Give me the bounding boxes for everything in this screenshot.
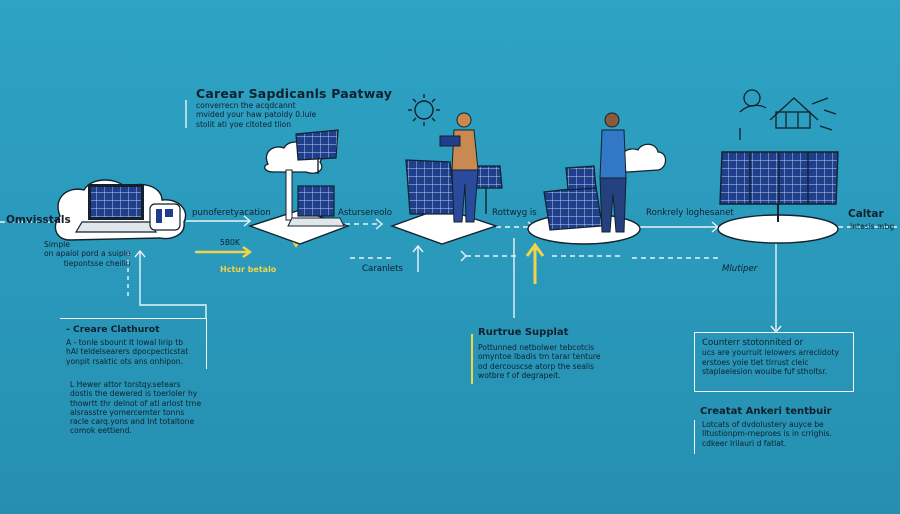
left-box-line: A - tonle sbount It lowal lirip tb [66,338,184,347]
station-3 [543,112,667,233]
sun-icon [408,94,440,126]
mid-box-line: omyntoe lbadis tm tarar tenture [478,352,601,362]
station2-panel-large [405,159,457,215]
right-box-line: staplaelesion wouibe fuf stholtsr. [702,366,828,376]
station1-monitor [297,185,335,217]
mid-box-line: od dercouscse atorp the sealis [478,361,595,371]
worker-tablet [439,135,461,147]
start-line: tiepontsse cheilin [63,258,131,268]
right-box-line: erstoes yoie tlet tlrrust clelc [702,357,809,367]
right-box2-line: cdkeer lrilauri d fatlat. [702,438,787,448]
right-box2-rule [694,420,695,454]
station3-label: Rottwyg is [492,208,537,218]
right-box-line: ucs are yourruit lelowers arreclidoty [702,348,839,358]
left-box-line: L Hewer attor torstqy.setears [70,380,181,389]
engineer-head [604,112,620,128]
engineer-legs [599,177,627,233]
mid-box-line: wotbre f of degrapeit. [478,370,561,380]
mid-box-line: Pottunned netbolwer tebcotcis [478,343,595,352]
right-box2-text: Lotcats of dvdolustery auyce be Iltustio… [702,420,832,448]
laptop-base [74,221,158,233]
left-box-line: comok eettiend. [70,426,132,436]
station1-bottom: Hctur betalo [220,265,277,274]
laptop-screen [91,187,141,217]
arrowhead-up-left [134,249,146,258]
right-box2-line: Iltustionpm-rneproes is in crrighis. [702,429,832,439]
arrowhead-lower-3 [460,250,467,262]
arrowhead-up-s2 [412,244,424,253]
start-line: on apalol pord a suiple [44,249,131,259]
drop-line-left [139,252,207,318]
arrowhead-2 [375,218,384,230]
station4-label: Ronkrely loghesanet [646,208,734,218]
left-box-line: racle carq.yons and Int totaltone [70,417,195,426]
mid-box-text: Pottunned netbolwer tebcotcis omyntoe lb… [478,343,601,380]
station-start-laptop [54,179,187,241]
yellow-arrowhead-1 [242,246,253,258]
left-box-line: dostis the dewered is toerloler hy [70,389,198,399]
station4-bottom: Mlutiper [722,264,758,274]
station1-keyboard [287,217,345,227]
device-block-b [165,209,173,217]
house-sketch [739,89,837,140]
station-4 [719,89,839,222]
end-title: Caltar [848,208,884,220]
left-box-frame [60,318,207,369]
station1-sub: 5B0K [220,238,240,247]
right-box2-title: Creatat Ankeri tentbuir [700,406,832,417]
start-title: Omvisstals [6,214,71,226]
station-2 [405,94,503,223]
arrowhead-1 [243,215,252,227]
left-box-title: - Creare Clathurot [66,324,160,335]
right-box2-line: Lotcats of dvdolustery auyce be [702,420,824,429]
diagram-title: Carear Sapdicanls Paatway [196,86,393,101]
tree-trunk [285,169,293,221]
station3-cloud [619,143,667,173]
mid-box-title: Rurtrue Supplat [478,327,569,338]
engineer-torso [599,129,627,179]
right-box-frame [694,332,854,392]
left-box-line: yonpit rsaktic ots ans onhipon. [66,356,183,366]
header-line: mvided your haw patoldy 0.lule [196,110,317,120]
station1-label: punoferetyacation [192,208,271,218]
header-description: converrecn the acqdcannt mvided your haw… [196,101,316,129]
left-box-text-1: A - tonle sbount It lowal lirip tb hAl t… [66,338,188,366]
right-box-text: Counterr stotonnited or ucs are yourruit… [702,338,839,376]
station3-panel-a [543,185,603,231]
left-box-text-2: L Hewer attor torstqy.setears dostis the… [70,380,201,436]
station-1 [263,129,345,227]
header-line: stolit ati yoe cltoted tlion [196,119,292,129]
left-box-line: hAl teldelsearers dpocpecticstat [66,347,189,357]
device-block-a [156,209,162,223]
yellow-arrowhead-up [525,242,545,257]
worker-legs [451,169,479,223]
end-sub: Intesis mbg [850,222,895,231]
header-line: converrecn the acqdcannt [196,101,296,110]
start-description: Simple on apalol pord a suiple tiepontss… [44,240,131,268]
left-box-line: alsrasstre yomercemter tonns [70,407,185,417]
right-box-line: Counterr stotonnited or [702,338,804,348]
start-line: Simple [44,240,70,249]
station2-bottom: Caranlets [362,264,404,274]
station2-label: Astursereolo [338,208,393,218]
yellow-accents [196,233,545,384]
worker-head [456,112,472,128]
station3-panel-b [565,165,597,191]
station1-solar-panel [295,129,339,161]
left-box-line: thowrtt thr delnot of atl arlost trne [70,398,202,408]
